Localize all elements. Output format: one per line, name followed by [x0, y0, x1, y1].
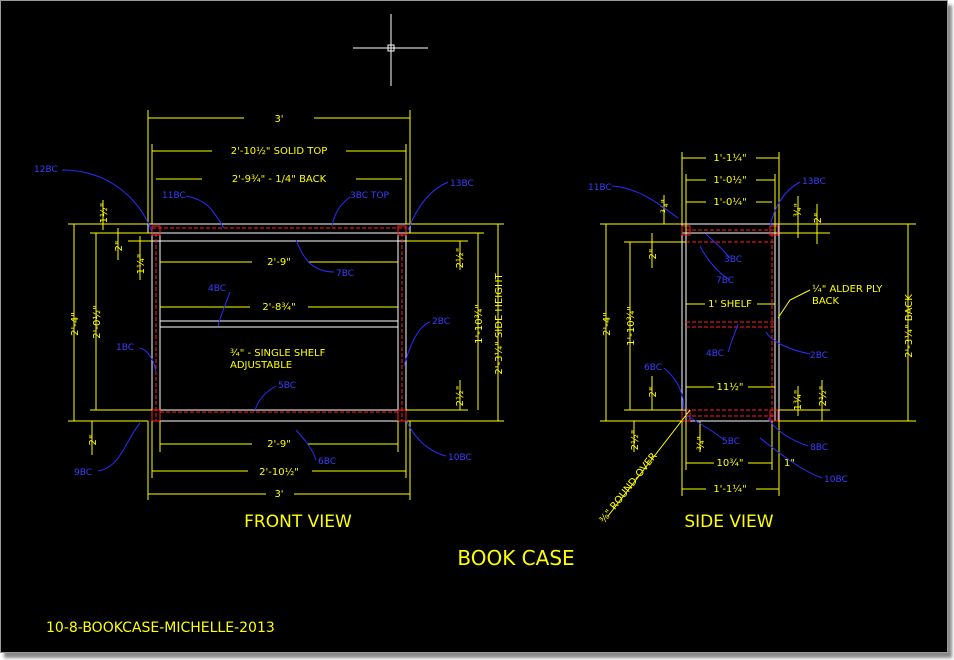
side-dim-top-overall: 1'-1¼"	[713, 152, 746, 164]
callout-11bc: 11BC	[162, 191, 186, 201]
front-dim-shelf: 2'-8¾"	[262, 302, 295, 313]
front-dim-back: 2'-9¾" - 1/4" BACK	[232, 174, 327, 185]
front-dim-top-width: 3'	[274, 114, 283, 125]
side-note-roundover: ⅜" ROUND-OVER	[598, 451, 660, 526]
side-dim-second: 1'-0½"	[713, 174, 746, 186]
side-dim-left-total: 2'-4"	[602, 312, 613, 336]
front-dim-bottom-width: 3'	[274, 489, 283, 500]
side-view-caption: SIDE VIEW	[684, 512, 773, 532]
front-dim-right-low: 2½"	[454, 386, 466, 407]
side-dim-shelf: 1' SHELF	[708, 299, 752, 310]
side-dim-right-c: 1¾"	[793, 390, 804, 411]
side-dim-bottom-mid: 10¾"	[716, 458, 743, 469]
drawing-filename: 10-8-BOOKCASE-MICHELLE-2013	[46, 620, 275, 636]
front-view-caption: FRONT VIEW	[244, 512, 352, 532]
side-dim-bottom-overall: 1'-1¼"	[713, 483, 746, 495]
side-note-alder-back: BACK	[812, 296, 840, 307]
front-dim-left-quarter: 1¼"	[135, 254, 147, 275]
side-dim-back-height: 2'-3¼" BACK	[903, 294, 915, 358]
side-dim-right-a: ¾"	[793, 203, 804, 217]
front-dim-lower-outer: 2'-10½"	[259, 466, 299, 478]
callout-4bc: 4BC	[208, 284, 226, 294]
side-view: 1'-1¼" 1'-0½" 1'-0¼" 1' SHELF 11½" 10¾" …	[588, 151, 916, 532]
side-note-alder: ¼" ALDER PLY	[812, 283, 883, 295]
side-callout-11bc: 11BC	[588, 183, 612, 193]
callout-13bc: 13BC	[450, 179, 474, 189]
front-top-rail	[151, 232, 407, 242]
callout-10bc: 10BC	[448, 453, 472, 463]
front-dim-left-2a: 2"	[114, 241, 125, 252]
side-dim-left-low: 2"	[648, 387, 659, 398]
front-dim-height-inner: 2'-0½"	[91, 305, 103, 338]
callout-12bc: 12BC	[34, 165, 58, 175]
callout-1bc: 1BC	[116, 343, 134, 353]
front-view: 3' 2'-10½" SOLID TOP 2'-9¾" - 1/4" BACK …	[34, 110, 505, 532]
side-callout-2bc: 2BC	[810, 351, 828, 361]
front-dim-height-total: 2'-4"	[70, 312, 81, 336]
side-dim-left-mid: 1'-10¾"	[626, 306, 637, 346]
side-dim-left-small: ¾"	[696, 436, 707, 450]
front-dim-right-top: 2½"	[454, 248, 466, 269]
callout-6bc: 6BC	[318, 457, 336, 467]
side-dim-right-d: 2½"	[817, 386, 829, 407]
front-dim-lower-inner: 2'-9"	[267, 439, 291, 450]
front-dim-upper-inner: 2'-9"	[267, 257, 291, 268]
side-callout-7bc: 7BC	[716, 276, 734, 286]
side-dim-left-2: 2"	[648, 249, 659, 260]
front-note-adjustable: ADJUSTABLE	[230, 360, 292, 371]
side-dim-one-inch: 1"	[784, 458, 795, 469]
side-dim-third: 1'-0¼"	[713, 196, 746, 208]
side-callout-6bc: 6BC	[644, 363, 662, 373]
side-callout-5bc: 5BC	[722, 437, 740, 447]
side-callout-4bc: 4BC	[706, 349, 724, 359]
side-dim-left-top: ¾"	[660, 199, 671, 213]
front-dim-left-top: 1½"	[98, 203, 110, 224]
side-dim-left-bot: 2½"	[629, 430, 641, 451]
side-back	[774, 232, 780, 422]
side-dim-bottom-inner: 11½"	[716, 381, 743, 393]
front-shelf	[159, 320, 399, 328]
side-callout-3bc: 3BC	[724, 255, 742, 265]
front-dim-solid-top: 2'-10½" SOLID TOP	[231, 145, 328, 157]
crosshair-cursor-icon	[353, 14, 428, 86]
callout-5bc: 5BC	[278, 381, 296, 391]
drawing-title: BOOK CASE	[457, 546, 574, 570]
front-dim-side-height: 2'-3¼" SIDE HEIGHT	[493, 273, 505, 375]
front-dim-right-mid: 1'-10¾"	[474, 304, 485, 344]
side-callout-13bc: 13BC	[802, 177, 826, 187]
side-top-panel	[681, 223, 780, 234]
callout-2bc: 2BC	[432, 317, 450, 327]
callout-9bc: 9BC	[74, 468, 92, 478]
side-dim-right-b: 2"	[813, 213, 824, 224]
callout-7bc: 7BC	[336, 269, 354, 279]
callout-3bc-top: 3BC TOP	[350, 191, 389, 201]
front-note-shelf: ¾" - SINGLE SHELF	[230, 348, 326, 359]
side-callout-8bc: 8BC	[810, 443, 828, 453]
front-dim-left-bottom: 2"	[88, 435, 99, 446]
side-callout-10bc: 10BC	[824, 475, 848, 485]
